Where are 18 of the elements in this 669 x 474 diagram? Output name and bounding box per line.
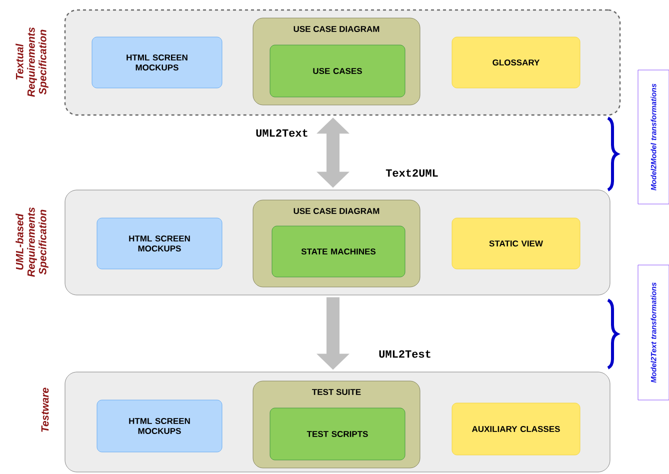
group-title: TEST SUITE xyxy=(312,389,361,395)
mockups-box: HTML SCREEN MOCKUPS xyxy=(92,36,222,88)
mockups-box: HTML SCREEN MOCKUPS xyxy=(96,218,222,270)
artifact-box: GLOSSARY xyxy=(452,36,580,88)
layer-title: Textual Requirements Specification xyxy=(16,27,48,97)
model-box: USE CASES xyxy=(270,44,406,98)
edge-label: UML2Text xyxy=(256,129,308,137)
artifact-box: STATIC VIEW xyxy=(452,218,580,270)
group-title: USE CASE DIAGRAM xyxy=(294,208,380,214)
mockups-box: HTML SCREEN MOCKUPS xyxy=(96,400,222,452)
layer-title: UML-based Requirements Specification xyxy=(16,207,48,277)
artifact-box: AUXILIARY CLASSES xyxy=(452,402,580,456)
group-title: USE CASE DIAGRAM xyxy=(294,26,380,32)
arrow-label: Text2UML xyxy=(386,169,438,177)
layer-title: Testware xyxy=(41,388,49,432)
model-box: STATE MACHINES xyxy=(272,226,406,278)
model-box: TEST SCRIPTS xyxy=(270,408,406,460)
edge-label: UML2Test xyxy=(379,350,430,358)
